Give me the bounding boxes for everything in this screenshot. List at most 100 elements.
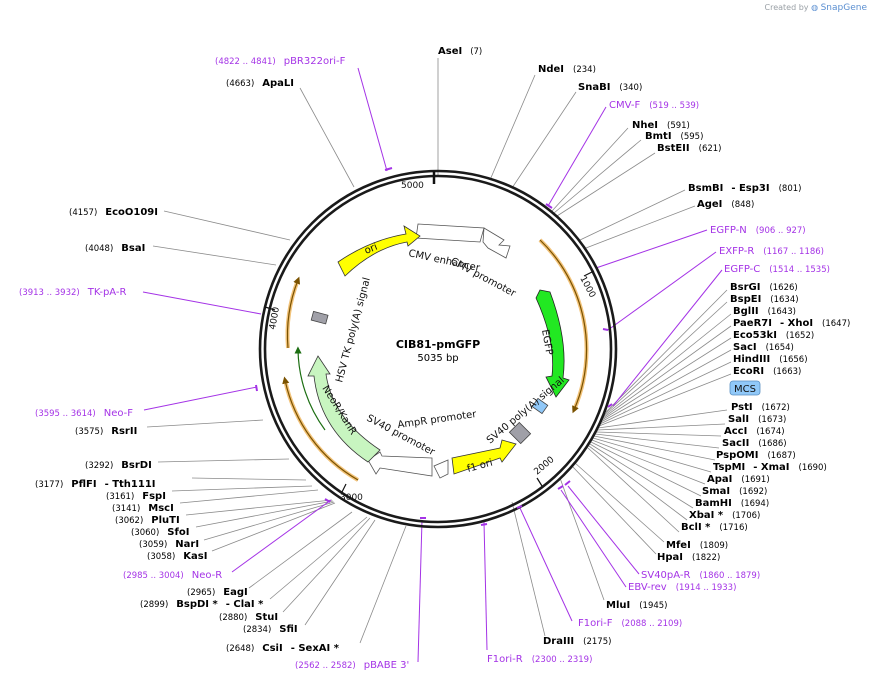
site-bsrgi[interactable]: BsrGI(1626) (730, 282, 798, 293)
feature-label-hsv-polya: HSV TK poly(A) signal (334, 276, 373, 383)
snapgene-logo-icon: ◍ (811, 3, 819, 12)
site-nari[interactable]: (3059)NarI (139, 539, 199, 550)
site-acci[interactable]: AccI(1674) (724, 426, 785, 437)
cmv-enhancer-arrow (415, 223, 485, 243)
primer-neo-r[interactable]: (2985 .. 3004)Neo-R (123, 570, 222, 581)
site-saci[interactable]: SacI(1654) (733, 342, 794, 353)
primer-cmv-f[interactable]: CMV-F(519 .. 539) (609, 100, 699, 111)
site-smai[interactable]: SmaI(1692) (702, 486, 767, 497)
site-bsmbi[interactable]: BsmBI- Esp3I(801) (688, 183, 801, 194)
site-hindiii[interactable]: HindIII(1656) (733, 354, 808, 365)
site-bglii[interactable]: BglII(1643) (733, 306, 796, 317)
site-csii[interactable]: (2648)CsiI- SexAI * (226, 643, 340, 654)
snapgene-credit: Created by ◍ SnapGene (765, 3, 868, 13)
orf-arcs (282, 238, 589, 482)
tick-marks (264, 171, 595, 493)
site-bsai[interactable]: (4048)BsaI (85, 243, 145, 254)
sv40-promoter-arrow (367, 451, 433, 477)
site-sfoi[interactable]: (3060)SfoI (131, 527, 189, 538)
site-bsrdi[interactable]: (3292)BsrDI (85, 460, 152, 471)
primer-f1ori-r[interactable]: F1ori-R(2300 .. 2319) (487, 654, 592, 665)
site-bsteii[interactable]: BstEII(621) (657, 143, 722, 154)
primer-pbabe-3[interactable]: (2562 .. 2582)pBABE 3' (295, 660, 409, 671)
site-bspei[interactable]: BspEI(1634) (730, 294, 799, 305)
cmv-promoter-arrow (482, 227, 511, 259)
enzyme-leader-lines (146, 58, 732, 644)
enzyme-labels: AseI(7) NdeI(234) SnaBI(340) NheI(591) B… (35, 46, 850, 654)
site-mlui[interactable]: MluI(1945) (606, 600, 667, 611)
site-snabi[interactable]: SnaBI(340) (578, 82, 642, 93)
f1ori-arrow (451, 439, 517, 475)
site-pluti[interactable]: (3062)PluTI (115, 515, 180, 526)
feature-label-ampr-promoter: AmpR promoter (397, 409, 478, 431)
primer-exfp-r[interactable]: EXFP-R(1167 .. 1186) (719, 246, 824, 257)
egfp-arrow (535, 289, 570, 398)
primer-marks (255, 167, 613, 526)
credit-prefix: Created by (764, 3, 809, 12)
site-ecori[interactable]: EcoRI(1663) (733, 366, 801, 377)
feature-label-egfp: EGFP (539, 329, 554, 356)
backbone (258, 169, 618, 529)
primer-egfp-n[interactable]: EGFP-N(906 .. 927) (710, 225, 806, 236)
tick-label-1000: 1000 (577, 275, 597, 300)
site-pflfi[interactable]: (3177)PflFI- Tth111I (35, 479, 156, 490)
polya-small-box (531, 397, 549, 415)
hsv-polya-box (310, 310, 329, 325)
ori-arrow (337, 225, 421, 277)
credit-brand: SnapGene (820, 3, 867, 13)
site-apai[interactable]: ApaI(1691) (707, 474, 770, 485)
primer-sv40pa-r[interactable]: SV40pA-R(1860 .. 1879) (641, 570, 760, 581)
site-xbai[interactable]: XbaI *(1706) (689, 510, 760, 521)
site-rsrii[interactable]: (3575)RsrII (75, 426, 137, 437)
site-sali[interactable]: SalI(1673) (728, 414, 786, 425)
site-pspomi[interactable]: PspOMI(1687) (716, 450, 796, 461)
mcs-badge (729, 380, 761, 396)
primer-leader-lines (142, 67, 723, 663)
feature-label-ori: ori (363, 242, 379, 257)
site-hpai[interactable]: HpaI(1822) (657, 552, 720, 563)
feature-label-cmv-promoter: CMV promoter (449, 256, 519, 300)
primer-f1ori-f[interactable]: F1ori-F(2088 .. 2109) (578, 618, 682, 629)
plasmid-length: 5035 bp (417, 353, 458, 364)
site-agei[interactable]: AgeI(848) (697, 199, 754, 210)
ampr-promoter-arrow (433, 459, 449, 479)
plasmid-name: CIB81-pmGFP (396, 338, 480, 351)
neo-arrow (307, 355, 381, 463)
site-bmti[interactable]: BmtI(595) (645, 131, 703, 142)
tick-label-5000: 5000 (401, 181, 424, 191)
sv40-polya-box (508, 421, 532, 445)
primer-tk-pa-r[interactable]: (3913 .. 3932)TK-pA-R (19, 287, 127, 298)
site-sacii[interactable]: SacII(1686) (722, 438, 787, 449)
site-kasi[interactable]: (3058)KasI (147, 551, 207, 562)
site-bspdi[interactable]: (2899)BspDI *- ClaI * (140, 599, 264, 610)
site-paer7i[interactable]: PaeR7I- XhoI(1647) (733, 318, 850, 329)
site-eagi[interactable]: (2965)EagI (187, 587, 248, 598)
site-draiii[interactable]: DraIII(2175) (543, 636, 611, 647)
site-apali[interactable]: (4663)ApaLI (226, 78, 294, 89)
site-stui[interactable]: (2880)StuI (219, 612, 278, 623)
primer-labels: (4822 .. 4841)pBR322ori-F CMV-F(519 .. 5… (19, 56, 830, 671)
feature-shapes (307, 223, 570, 479)
site-ndei[interactable]: NdeI(234) (538, 64, 596, 75)
site-mfei[interactable]: MfeI(1809) (666, 540, 728, 551)
site-fspi[interactable]: (3161)FspI (106, 491, 166, 502)
primer-egfp-c[interactable]: EGFP-C(1514 .. 1535) (724, 264, 830, 275)
site-asei[interactable]: AseI(7) (438, 46, 482, 57)
primer-neo-f[interactable]: (3595 .. 3614)Neo-F (35, 408, 133, 419)
site-nhei[interactable]: NheI(591) (632, 120, 690, 131)
tick-label-2000: 2000 (533, 455, 557, 478)
tick-label-3000: 3000 (340, 493, 363, 503)
site-eco53ki[interactable]: Eco53kI(1652) (733, 330, 814, 341)
site-bamhi[interactable]: BamHI(1694) (695, 498, 769, 509)
site-msci[interactable]: (3141)MscI (112, 503, 174, 514)
primer-pbr322ori-f[interactable]: (4822 .. 4841)pBR322ori-F (215, 56, 346, 67)
site-sfii[interactable]: (2834)SfiI (243, 624, 298, 635)
site-tspmi[interactable]: TspMI- XmaI(1690) (713, 462, 827, 473)
primer-ebv-rev[interactable]: EBV-rev(1914 .. 1933) (628, 582, 736, 593)
site-psti[interactable]: PstI(1672) (731, 402, 790, 413)
site-bcli[interactable]: BclI *(1716) (681, 522, 748, 533)
site-ecoo109i[interactable]: (4157)EcoO109I (69, 207, 158, 218)
tick-label-4000: 4000 (268, 306, 282, 331)
mcs-label: MCS (734, 384, 756, 395)
